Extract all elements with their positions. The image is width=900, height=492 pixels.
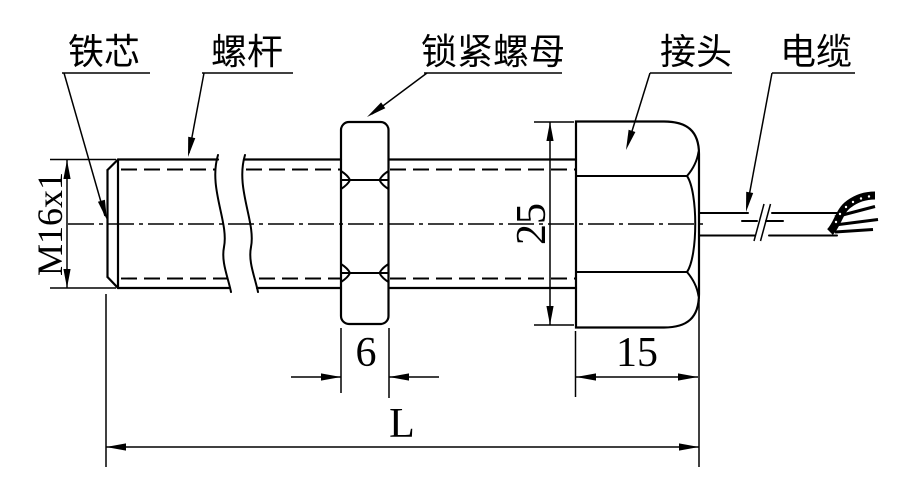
dim-total-length: L <box>105 294 700 467</box>
callout-core: 铁芯 <box>62 32 150 220</box>
nut-chamfer-notch <box>340 263 352 283</box>
callout-lock-nut: 锁紧螺母 <box>367 32 565 117</box>
dimension-arrowhead <box>678 373 698 381</box>
dim-connector-length: 15 <box>574 330 698 397</box>
cable-break-line <box>753 203 765 242</box>
dimension-arrowhead <box>679 443 699 451</box>
callout-cable: 电缆 <box>746 32 855 212</box>
break-curve-right <box>241 154 259 293</box>
dimension-arrowhead <box>106 443 126 451</box>
dim-thread-spec: M16x1 <box>30 158 116 289</box>
nut-chamfer-notch <box>378 263 390 283</box>
cable-leader-arrowhead <box>746 191 754 212</box>
nut-thickness-text: 6 <box>356 330 377 376</box>
break-curve-left <box>214 154 232 293</box>
connector-label: 接头 <box>660 32 732 72</box>
cable-wire <box>834 228 874 234</box>
braid-texture-dot <box>859 197 863 200</box>
total-length-text: L <box>389 401 415 447</box>
nut-chamfer-notch <box>340 170 352 190</box>
connector-facet-arc <box>686 151 700 177</box>
connector-facet-arc <box>686 271 700 297</box>
dimension-arrowhead <box>546 306 554 325</box>
thread-spec-text: M16x1 <box>30 172 70 276</box>
braid-texture-dot <box>838 212 842 216</box>
braid-texture-dot <box>851 200 855 204</box>
cable-break-line <box>759 203 772 242</box>
nut-chamfer-notch <box>378 170 390 190</box>
lock-nut <box>339 120 390 326</box>
dimension-arrowhead <box>63 160 71 179</box>
nut-outline <box>339 120 390 326</box>
callout-screw: 螺杆 <box>188 32 293 157</box>
dim-nut-thickness: 6 <box>291 328 439 398</box>
dimension-arrowhead <box>576 373 596 381</box>
dimension-arrowhead <box>63 269 71 288</box>
core-leader-arrowhead <box>97 199 107 220</box>
core-leader-line <box>63 72 106 217</box>
core-label: 铁芯 <box>68 32 140 72</box>
connector-leader-arrowhead <box>626 129 636 150</box>
connector-length-text: 15 <box>616 330 658 376</box>
connector-facet-arc <box>686 175 697 273</box>
dimension-arrowhead <box>321 373 341 381</box>
cable <box>698 191 879 242</box>
connector-head <box>574 120 701 329</box>
dimension-arrowhead <box>389 373 409 381</box>
lock-nut-label: 锁紧螺母 <box>421 32 565 72</box>
callout-connector: 接头 <box>626 32 732 150</box>
rod-chamfer-top <box>106 158 120 172</box>
cable-leader-line <box>746 72 773 208</box>
cable-braid-end <box>826 191 876 235</box>
connector-height-text: 25 <box>509 203 555 245</box>
rod-chamfer-bottom <box>106 275 120 290</box>
screw-leader-arrowhead <box>188 136 196 157</box>
lock-nut-leader-arrowhead <box>367 102 386 117</box>
dim-connector-height: 25 <box>509 121 574 326</box>
dimension-arrowhead <box>546 122 554 141</box>
braid-texture-dot <box>834 220 838 224</box>
screw-rod <box>106 154 578 293</box>
braid-texture-dot <box>867 195 871 198</box>
braid-texture-dot <box>844 205 848 209</box>
cable-wire <box>834 218 879 227</box>
screw-label: 螺杆 <box>211 32 283 72</box>
cable-label: 电缆 <box>780 32 852 72</box>
